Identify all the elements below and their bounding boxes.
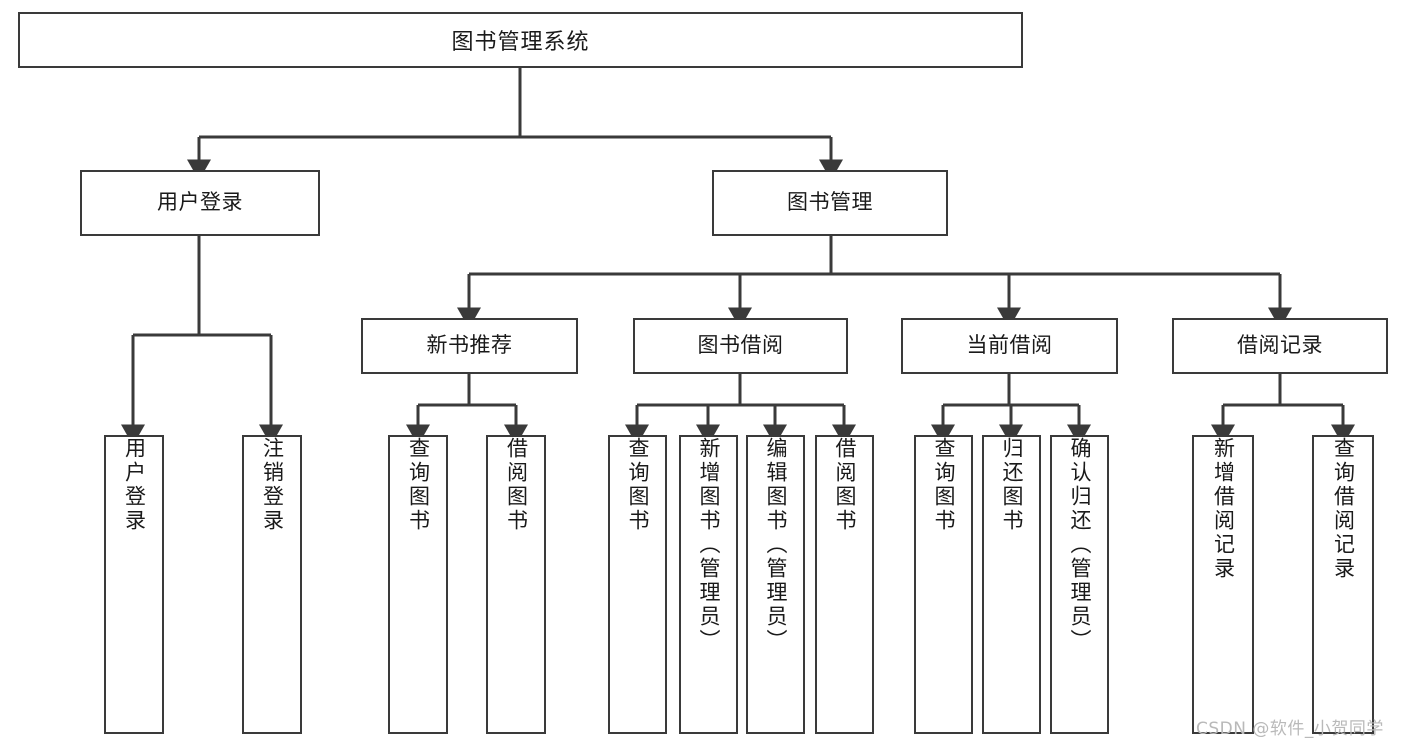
node-new-book-recommend-label: 新书推荐: [426, 333, 513, 358]
node-leaf-query-book-bb-label: 查询图书: [626, 437, 650, 533]
node-leaf-query-book-bb[interactable]: 查询图书: [608, 435, 667, 734]
node-book-management[interactable]: 图书管理: [712, 170, 948, 236]
node-borrow-record[interactable]: 借阅记录: [1172, 318, 1388, 374]
node-user-login-label: 用户登录: [157, 190, 243, 215]
node-borrow-record-label: 借阅记录: [1237, 333, 1323, 358]
node-leaf-query-book-cb-label: 查询图书: [932, 437, 956, 533]
node-leaf-add-borrow-record-label: 新增借阅记录: [1211, 437, 1236, 581]
node-current-borrow[interactable]: 当前借阅: [901, 318, 1118, 374]
node-leaf-add-book-admin[interactable]: 新增图书（管理员）: [679, 435, 738, 734]
node-new-book-recommend[interactable]: 新书推荐: [361, 318, 578, 374]
node-user-login[interactable]: 用户登录: [80, 170, 320, 236]
node-leaf-add-borrow-record[interactable]: 新增借阅记录: [1192, 435, 1254, 734]
node-leaf-user-login[interactable]: 用户登录: [104, 435, 164, 734]
node-leaf-borrow-book-nbr[interactable]: 借阅图书: [486, 435, 546, 734]
node-root-label: 图书管理系统: [451, 30, 590, 55]
node-leaf-add-book-admin-label: 新增图书（管理员）: [697, 437, 721, 653]
node-book-borrow-label: 图书借阅: [697, 333, 784, 358]
node-leaf-confirm-return-admin[interactable]: 确认归还（管理员）: [1050, 435, 1109, 734]
node-leaf-confirm-return-admin-label: 确认归还（管理员）: [1068, 437, 1092, 653]
node-root[interactable]: 图书管理系统: [18, 12, 1023, 68]
node-leaf-user-login-label: 用户登录: [122, 437, 147, 533]
node-leaf-query-borrow-record-label: 查询借阅记录: [1331, 437, 1356, 581]
node-leaf-return-book[interactable]: 归还图书: [982, 435, 1041, 734]
node-leaf-query-book-nbr[interactable]: 查询图书: [388, 435, 448, 734]
node-book-management-label: 图书管理: [787, 190, 873, 215]
node-current-borrow-label: 当前借阅: [966, 333, 1053, 358]
csdn-watermark: CSDN @软件_小贺同学: [1196, 719, 1384, 739]
node-book-borrow[interactable]: 图书借阅: [633, 318, 848, 374]
node-leaf-borrow-book-bb-label: 借阅图书: [833, 437, 857, 533]
node-leaf-return-book-label: 归还图书: [1000, 437, 1024, 533]
node-leaf-borrow-book-nbr-label: 借阅图书: [504, 437, 529, 533]
node-leaf-logout-label: 注销登录: [260, 437, 285, 533]
node-leaf-edit-book-admin[interactable]: 编辑图书（管理员）: [746, 435, 805, 734]
node-leaf-edit-book-admin-label: 编辑图书（管理员）: [764, 437, 788, 653]
node-leaf-logout[interactable]: 注销登录: [242, 435, 302, 734]
node-leaf-borrow-book-bb[interactable]: 借阅图书: [815, 435, 874, 734]
node-leaf-query-borrow-record[interactable]: 查询借阅记录: [1312, 435, 1374, 734]
node-leaf-query-book-nbr-label: 查询图书: [406, 437, 431, 533]
node-leaf-query-book-cb[interactable]: 查询图书: [914, 435, 973, 734]
